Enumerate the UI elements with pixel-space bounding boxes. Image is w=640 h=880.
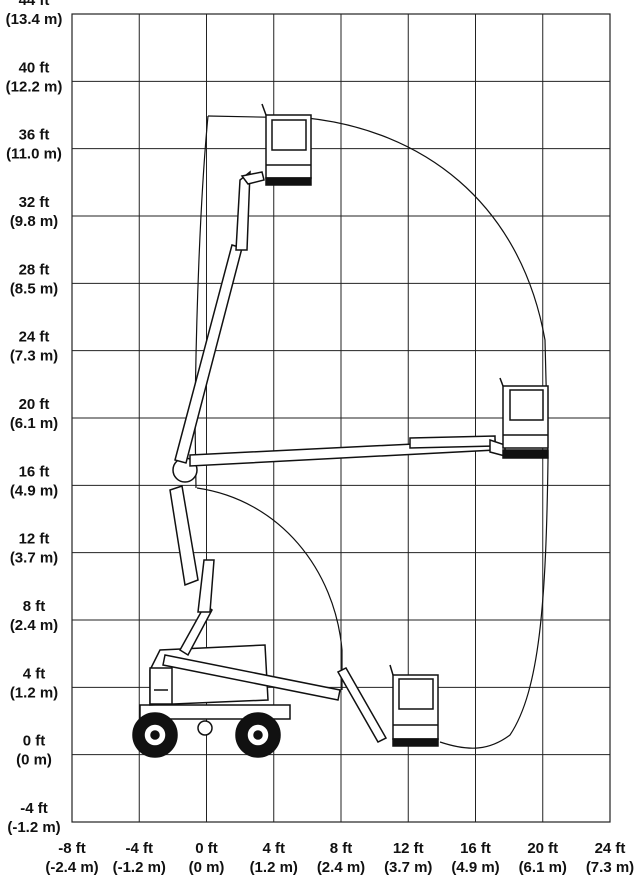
- x-tick-label: 0 ft (0 m): [189, 840, 225, 876]
- y-tick-ft: -4 ft: [20, 800, 48, 817]
- x-tick-ft: 16 ft: [460, 840, 491, 857]
- y-tick-label: 24 ft (7.3 m): [10, 329, 58, 365]
- y-tick-m: (-1.2 m): [7, 819, 60, 836]
- front-wheel: [132, 712, 178, 758]
- x-tick-ft: 4 ft: [263, 840, 286, 857]
- y-tick-ft: 20 ft: [19, 396, 50, 413]
- base-hub: [197, 720, 213, 736]
- x-tick-ft: 24 ft: [595, 840, 626, 857]
- y-tick-m: (7.3 m): [10, 348, 58, 365]
- y-tick-label: 20 ft (6.1 m): [10, 396, 58, 432]
- x-tick-label: -4 ft (-1.2 m): [113, 840, 166, 876]
- x-tick-m: (1.2 m): [250, 859, 298, 876]
- y-tick-ft: 4 ft: [23, 665, 46, 682]
- x-tick-m: (6.1 m): [519, 859, 567, 876]
- riser-mid: [197, 559, 215, 613]
- jib-vertical: [235, 170, 251, 251]
- x-tick-ft: -4 ft: [126, 840, 154, 857]
- x-tick-ft: 8 ft: [330, 840, 353, 857]
- y-tick-ft: 8 ft: [23, 598, 46, 615]
- boom-horizontal-cylinder: [409, 435, 496, 449]
- y-tick-ft: 24 ft: [19, 329, 50, 346]
- y-tick-m: (3.7 m): [10, 550, 58, 567]
- y-tick-label: 8 ft (2.4 m): [10, 598, 58, 634]
- envelope-outer-curve: [207, 115, 549, 749]
- counterweight: [149, 667, 173, 705]
- booms: [162, 170, 506, 743]
- y-tick-m: (9.8 m): [10, 213, 58, 230]
- x-tick-m: (-2.4 m): [45, 859, 98, 876]
- y-tick-m: (2.4 m): [10, 617, 58, 634]
- x-tick-m: (3.7 m): [384, 859, 432, 876]
- x-tick-label: 12 ft (3.7 m): [384, 840, 432, 876]
- x-tick-ft: 0 ft: [195, 840, 218, 857]
- platform-low: [389, 664, 439, 747]
- x-tick-m: (2.4 m): [317, 859, 365, 876]
- y-tick-ft: 40 ft: [19, 59, 50, 76]
- machine-base: [132, 644, 291, 758]
- envelope-inner-curve: [196, 487, 343, 690]
- y-tick-label: 32 ft (9.8 m): [10, 194, 58, 230]
- x-axis-ticks: -8 ft (-2.4 m) -4 ft (-1.2 m) 0 ft (0 m) 4 ft (…: [45, 840, 634, 876]
- x-tick-label: 8 ft (2.4 m): [317, 840, 365, 876]
- y-tick-m: (0 m): [16, 752, 52, 769]
- boom-vertical: [174, 244, 243, 464]
- y-tick-label: 28 ft (8.5 m): [10, 261, 58, 297]
- y-tick-m: (6.1 m): [10, 415, 58, 432]
- y-tick-label: -4 ft (-1.2 m): [7, 800, 60, 836]
- y-tick-m: (1.2 m): [10, 684, 58, 701]
- x-tick-m: (0 m): [189, 859, 225, 876]
- y-tick-m: (13.4 m): [6, 11, 63, 28]
- y-tick-label: 12 ft (3.7 m): [10, 531, 58, 567]
- y-tick-m: (4.9 m): [10, 482, 58, 499]
- y-tick-ft: 44 ft: [19, 0, 50, 9]
- x-tick-label: 20 ft (6.1 m): [519, 840, 567, 876]
- y-tick-label: 36 ft (11.0 m): [6, 127, 62, 163]
- x-tick-m: (-1.2 m): [113, 859, 166, 876]
- y-tick-label: 40 ft (12.2 m): [6, 59, 63, 95]
- y-tick-m: (12.2 m): [6, 78, 63, 95]
- x-tick-ft: -8 ft: [58, 840, 86, 857]
- y-tick-ft: 0 ft: [23, 733, 46, 750]
- x-tick-label: -8 ft (-2.4 m): [45, 840, 98, 876]
- y-tick-ft: 28 ft: [19, 261, 50, 278]
- x-tick-label: 24 ft (7.3 m): [586, 840, 634, 876]
- riser-lower: [178, 603, 213, 657]
- y-tick-ft: 32 ft: [19, 194, 50, 211]
- platform-top: [261, 103, 312, 186]
- y-tick-m: (11.0 m): [6, 146, 62, 163]
- y-tick-ft: 36 ft: [19, 127, 50, 144]
- rear-wheel: [235, 712, 281, 758]
- x-tick-m: (4.9 m): [451, 859, 499, 876]
- y-tick-label: 16 ft (4.9 m): [10, 463, 58, 499]
- jib-top: [240, 171, 265, 185]
- boom-low: [162, 654, 341, 701]
- y-tick-ft: 16 ft: [19, 463, 50, 480]
- platforms: [261, 103, 549, 747]
- riser-upper: [169, 485, 199, 587]
- y-axis-ticks: 44 ft(13.4 m)40 ft(12.2 m)36 ft(11.0 m)3…: [6, 0, 63, 836]
- y-tick-label: 0 ft (0 m): [16, 733, 52, 769]
- jib-low: [336, 667, 388, 743]
- y-tick-m: (8.5 m): [10, 280, 58, 297]
- y-tick-ft: 12 ft: [19, 531, 50, 548]
- y-tick-label: 4 ft (1.2 m): [10, 665, 58, 701]
- x-tick-label: 4 ft (1.2 m): [250, 840, 298, 876]
- x-tick-ft: 20 ft: [527, 840, 558, 857]
- x-tick-ft: 12 ft: [393, 840, 424, 857]
- y-tick-label: 44 ft (13.4 m): [6, 0, 63, 28]
- x-tick-label: 16 ft (4.9 m): [451, 840, 499, 876]
- x-tick-m: (7.3 m): [586, 859, 634, 876]
- platform-middle: [499, 377, 549, 459]
